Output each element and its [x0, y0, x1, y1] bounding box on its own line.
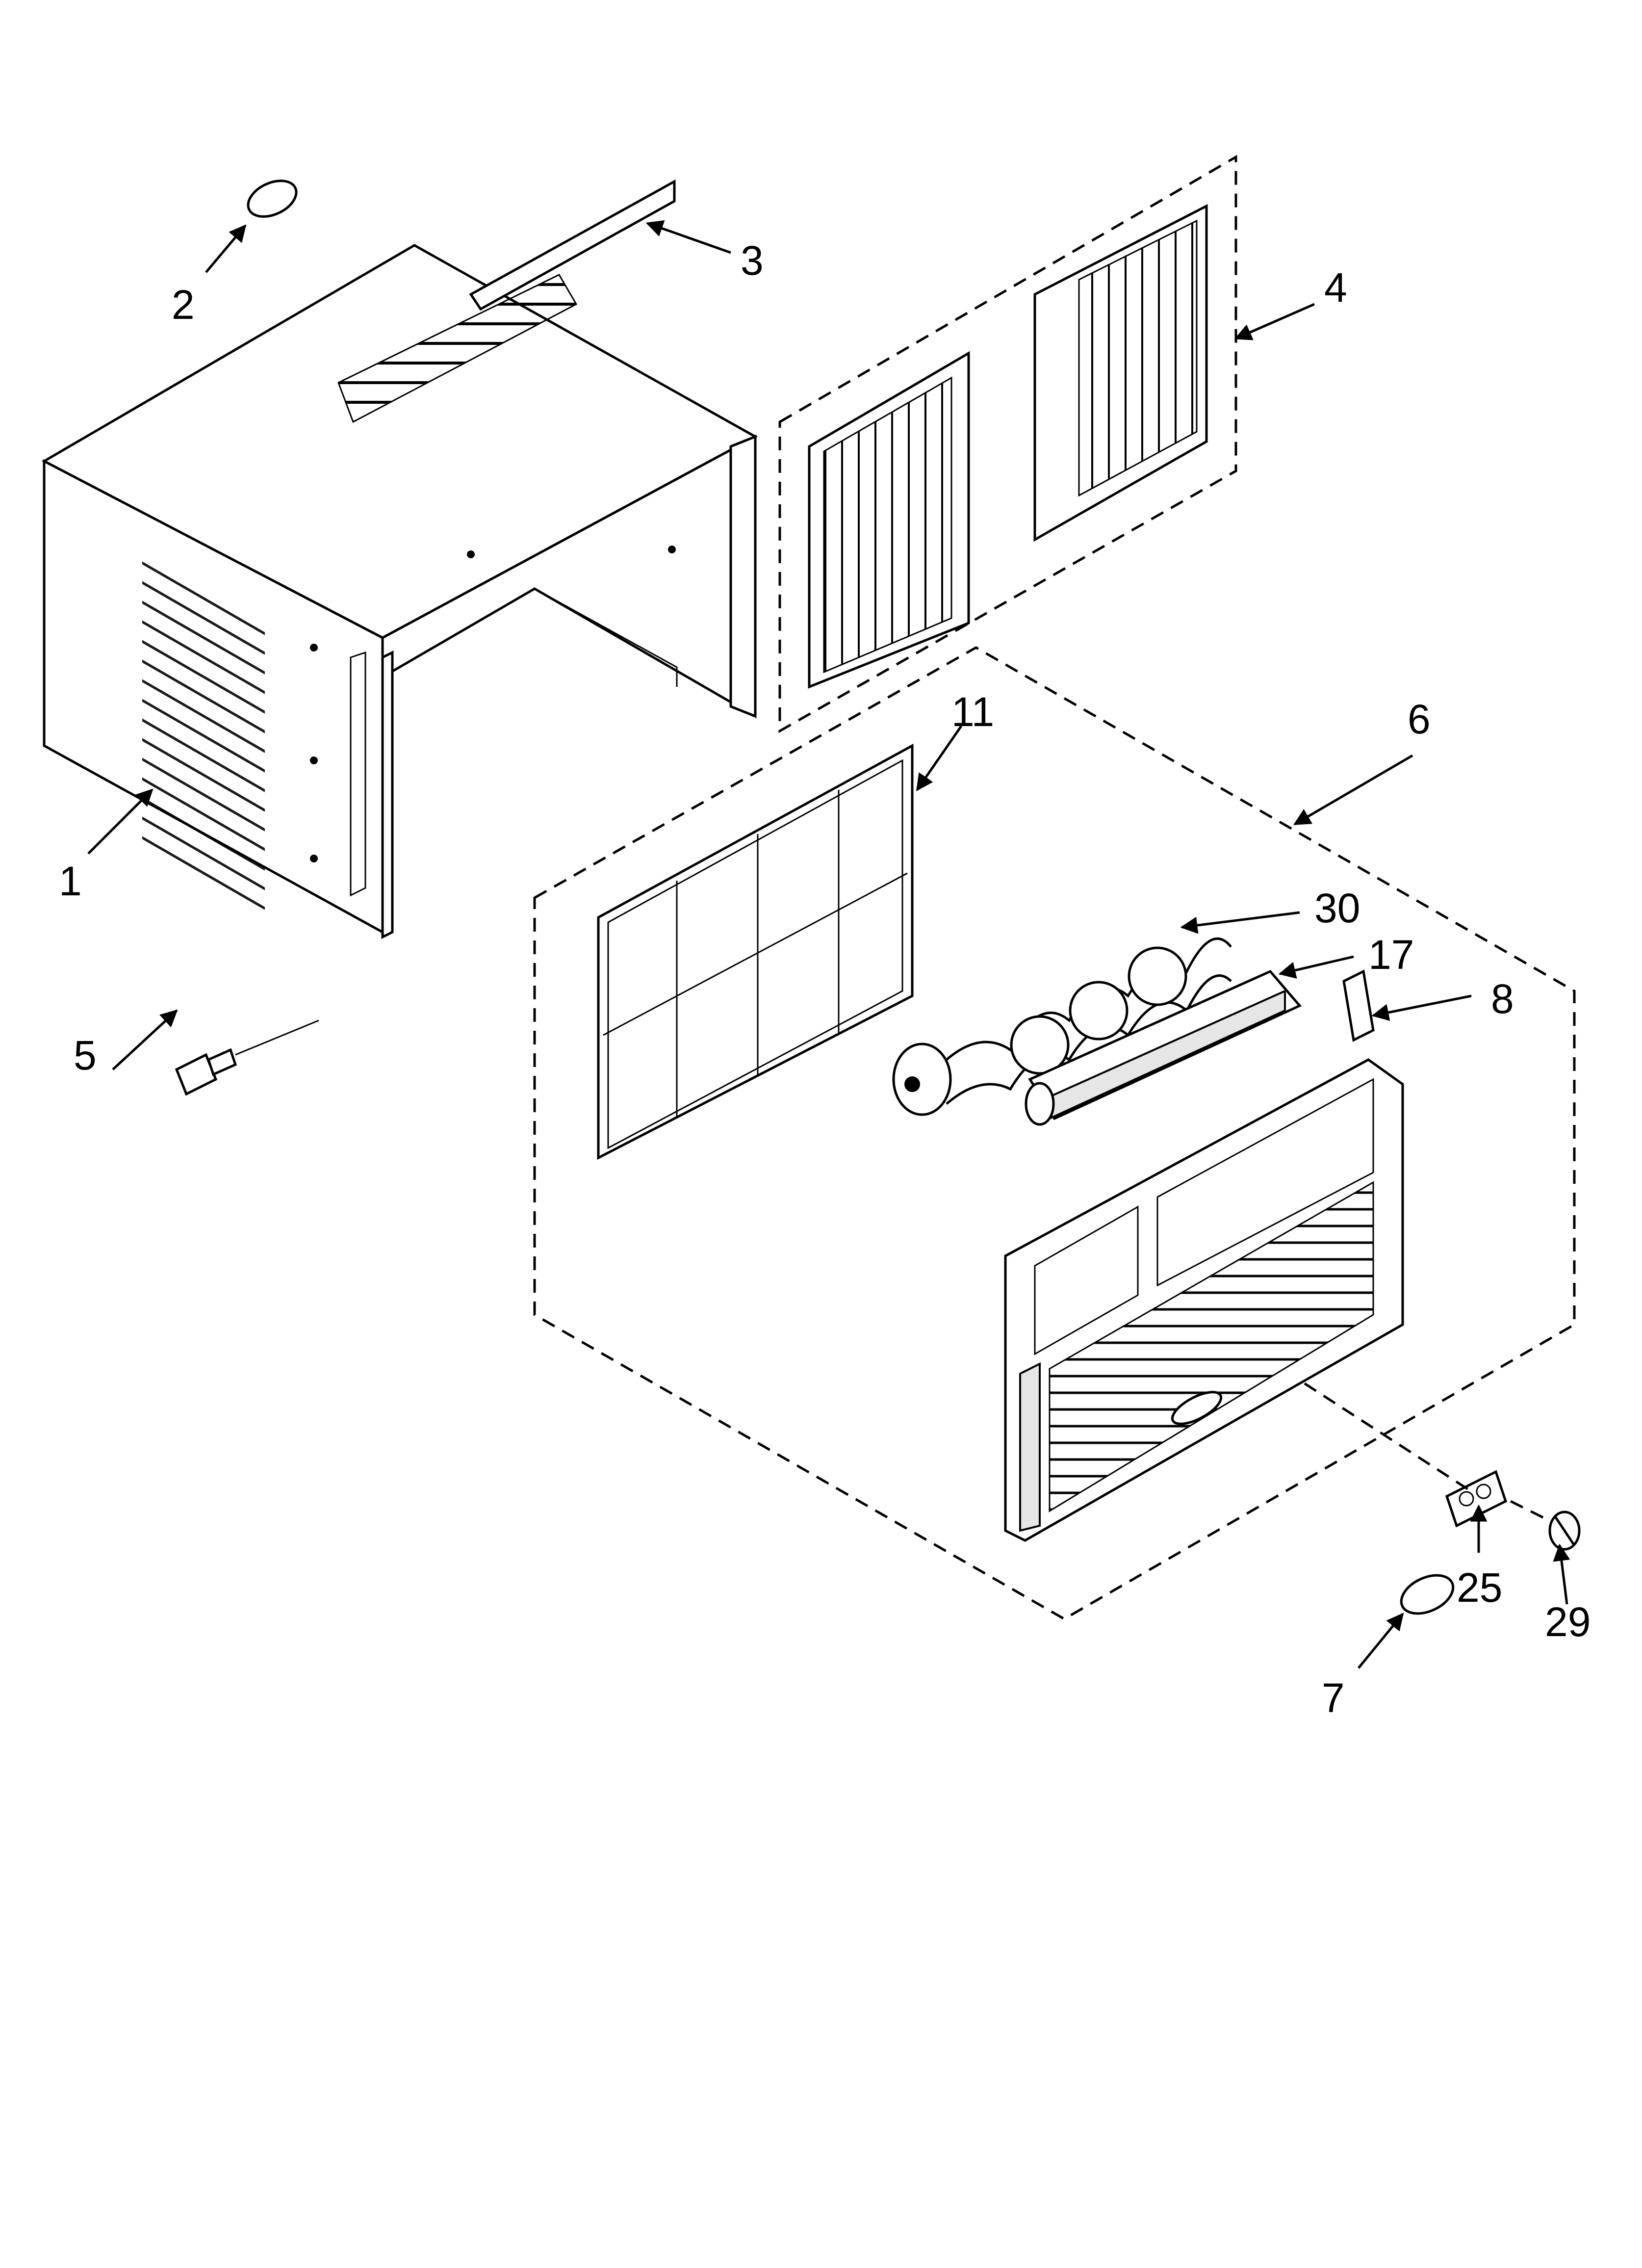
air-filter-part	[597, 743, 914, 1160]
callout-11: 11	[951, 689, 994, 735]
screw-part	[175, 1019, 319, 1096]
callout-2: 2	[172, 282, 195, 328]
plug-cap-7-part	[1400, 1574, 1455, 1615]
callout-6: 6	[1408, 696, 1431, 742]
front-panel-part	[1004, 1058, 1404, 1542]
knob-part	[1548, 1511, 1581, 1551]
callout-30: 30	[1314, 885, 1360, 931]
callout-17: 17	[1368, 932, 1414, 978]
bracket-part	[1342, 969, 1375, 1042]
callout-25: 25	[1457, 1564, 1502, 1611]
callout-5: 5	[74, 1032, 97, 1078]
louver-part	[1025, 969, 1302, 1126]
callout-3: 3	[741, 237, 764, 284]
callout-29: 29	[1545, 1599, 1591, 1645]
blower-wheel-part	[892, 937, 1232, 1116]
side-curtains-part	[778, 155, 1237, 733]
plug-cap-2-part	[247, 180, 298, 218]
leader-arrows	[87, 220, 1570, 1669]
cabinet-part	[41, 244, 758, 939]
top-rail-part	[469, 179, 676, 311]
callout-1: 1	[59, 858, 82, 904]
control-knob-plate-part	[1445, 1470, 1508, 1528]
callout-8: 8	[1491, 976, 1514, 1022]
callout-7: 7	[1322, 1675, 1345, 1721]
callout-4: 4	[1324, 264, 1347, 311]
front-assembly-boundary	[533, 646, 1576, 1620]
